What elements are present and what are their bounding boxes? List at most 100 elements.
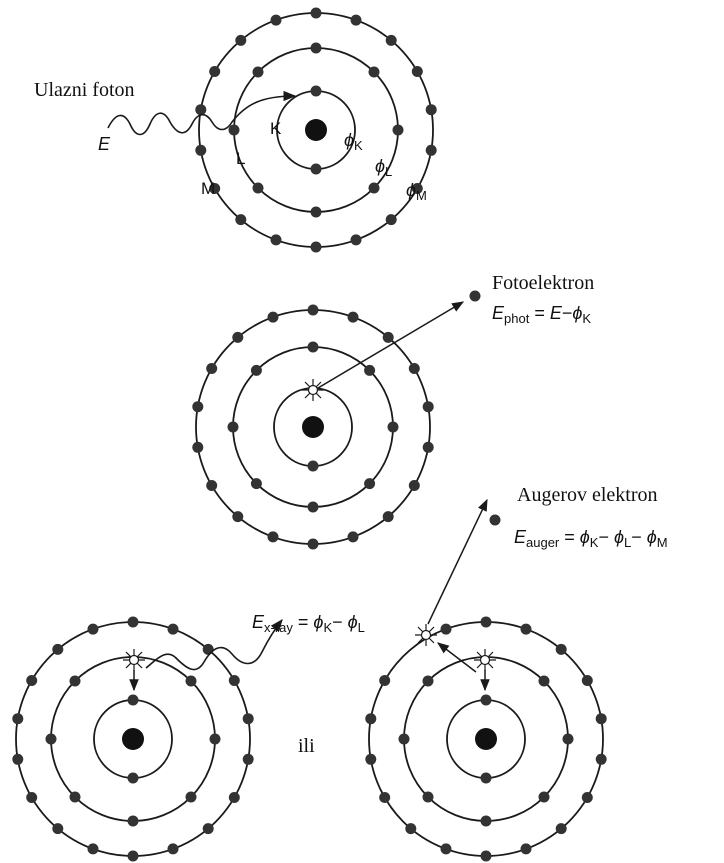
electron xyxy=(310,163,322,175)
electron-group xyxy=(195,7,437,253)
electron xyxy=(206,480,218,491)
electron xyxy=(167,843,179,855)
nucleus xyxy=(305,119,327,141)
electron xyxy=(310,7,322,19)
electron xyxy=(232,331,244,343)
electron xyxy=(209,66,221,77)
electron xyxy=(267,311,279,323)
auger-energy: Eauger = ϕK− ϕL− ϕM xyxy=(514,527,668,550)
electron xyxy=(206,363,218,374)
electron xyxy=(307,501,319,513)
electron xyxy=(195,144,207,156)
electron xyxy=(422,441,434,453)
electron xyxy=(385,214,397,226)
electron xyxy=(538,675,550,687)
electron xyxy=(422,675,434,687)
photoelectron xyxy=(469,290,481,302)
electron xyxy=(520,623,532,635)
electron xyxy=(555,823,567,835)
electron xyxy=(267,531,279,543)
electron xyxy=(310,206,322,218)
electron xyxy=(252,66,264,78)
electron xyxy=(167,623,179,635)
electron xyxy=(250,364,262,376)
electron xyxy=(364,478,376,490)
photoelectron-label: Fotoelektron xyxy=(492,272,594,294)
or-label: ili xyxy=(298,735,315,757)
electron xyxy=(411,183,423,194)
binding-energy-k: ϕK xyxy=(344,130,363,153)
electron xyxy=(382,511,394,523)
atom-xray xyxy=(12,616,254,862)
electron xyxy=(127,850,139,862)
electron xyxy=(581,792,593,803)
shell-label-k: K xyxy=(270,119,282,138)
electron xyxy=(408,480,420,491)
electron xyxy=(12,753,24,765)
l-vacancy-star-auger xyxy=(474,649,496,671)
atom-photoelectron xyxy=(192,304,434,550)
electron xyxy=(228,124,240,136)
electron xyxy=(185,791,197,803)
electron xyxy=(209,183,221,194)
nucleus xyxy=(122,728,144,750)
electron xyxy=(422,791,434,803)
electron xyxy=(307,538,319,550)
electron xyxy=(202,643,214,655)
electron xyxy=(235,34,247,46)
photon-energy-label: E xyxy=(98,134,111,154)
electron-group xyxy=(12,616,254,862)
xray-energy: Ex-ray = ϕK− ϕL xyxy=(252,612,365,635)
electron xyxy=(392,124,404,136)
electron xyxy=(307,460,319,472)
electron xyxy=(422,401,434,413)
shell-label-l: L xyxy=(236,149,245,168)
electron xyxy=(307,304,319,316)
electron xyxy=(69,675,81,687)
electron xyxy=(365,753,377,765)
electron xyxy=(45,733,57,745)
electron xyxy=(310,42,322,54)
electron xyxy=(310,241,322,253)
electron xyxy=(480,850,492,862)
nucleus xyxy=(302,416,324,438)
electron xyxy=(192,441,204,453)
electron xyxy=(555,643,567,655)
electron-group xyxy=(192,304,434,550)
electron xyxy=(192,401,204,413)
electron xyxy=(127,616,139,628)
electron xyxy=(26,792,38,803)
electron xyxy=(364,364,376,376)
electron xyxy=(185,675,197,687)
incoming-photon-label: Ulazni foton xyxy=(34,79,135,101)
electron xyxy=(69,791,81,803)
electron xyxy=(195,104,207,116)
electron xyxy=(425,144,437,156)
electron xyxy=(398,733,410,745)
binding-energy-m: ϕM xyxy=(406,180,427,203)
electron xyxy=(365,713,377,725)
electron xyxy=(520,843,532,855)
electron xyxy=(425,104,437,116)
electron xyxy=(562,733,574,745)
electron xyxy=(411,66,423,77)
electron xyxy=(227,421,239,433)
electron xyxy=(26,675,38,686)
electron xyxy=(382,331,394,343)
electron xyxy=(595,753,607,765)
electron xyxy=(270,234,282,246)
electron xyxy=(209,733,221,745)
electron xyxy=(379,675,391,686)
electron xyxy=(538,791,550,803)
electron xyxy=(87,623,99,635)
electron xyxy=(350,234,362,246)
electron-group xyxy=(365,616,607,862)
electron xyxy=(250,478,262,490)
electron xyxy=(347,311,359,323)
l-vacancy-star-xray xyxy=(123,649,145,671)
electron xyxy=(408,363,420,374)
electron xyxy=(310,85,322,97)
electron xyxy=(405,823,417,835)
electron xyxy=(228,675,240,686)
electron xyxy=(347,531,359,543)
